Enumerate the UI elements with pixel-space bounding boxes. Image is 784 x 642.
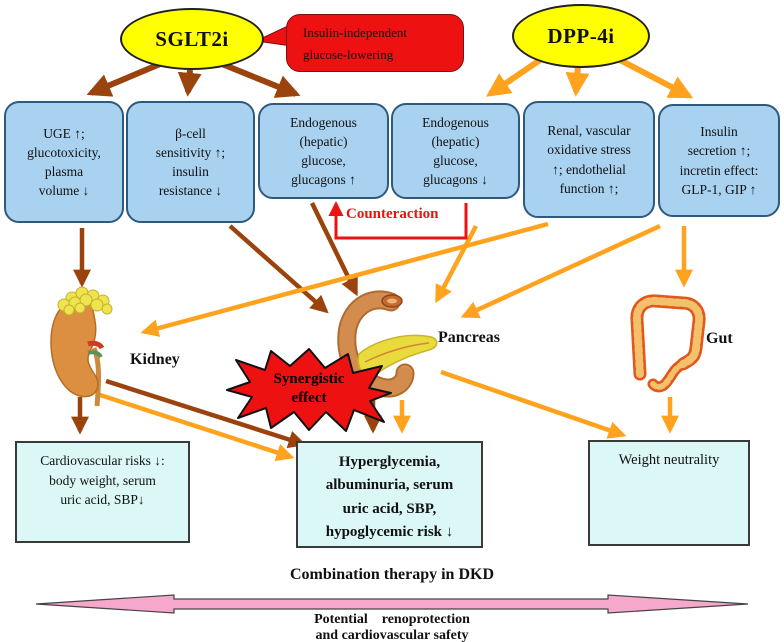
outcome-box-weight-neutrality: Weight neutrality [588, 440, 750, 546]
arrow-dpp4i-to-renal [565, 65, 590, 97]
sglt2i-node: SGLT2i [120, 8, 264, 70]
arrow-dpp4i-to-insulin [614, 55, 694, 99]
outcome-box-cardiovascular: Cardiovascular risks ↓: body weight, ser… [15, 441, 190, 543]
sglt2i-label: SGLT2i [155, 26, 229, 51]
effect-box-endogenous-down: Endogenous (hepatic) glucose, glucagons … [391, 103, 520, 199]
arrow-sglt2i-to-bcell [177, 69, 202, 97]
arrow-sglt2i-to-uge [86, 61, 162, 97]
gut-image [630, 294, 706, 393]
combination-double-arrow [35, 594, 749, 614]
effect-box-renal-vascular: Renal, vascular oxidative stress ↑; endo… [523, 101, 655, 218]
effect-box-uge: UGE ↑; glucotoxicity, plasma volume ↓ [4, 101, 124, 223]
dpp4i-node: DPP-4i [512, 4, 650, 68]
effect-box-bcell: β-cell sensitivity ↑; insulin resistance… [126, 101, 255, 223]
effect-box-endogenous-up: Endogenous (hepatic) glucose, glucagons … [258, 103, 389, 199]
dpp4i-label: DPP-4i [547, 23, 615, 48]
combination-therapy-label: Combination therapy in DKD [289, 566, 495, 583]
counteraction-label: Counteraction [346, 206, 439, 222]
effect-box-insulin-secretion: Insulin secretion ↑; incretin effect: GL… [658, 104, 780, 217]
arrow-pancreas-to-weight [440, 369, 627, 439]
arrow-bcell-to-pancreas [228, 224, 329, 314]
insulin-independent-bubble: Insulin-independent glucose-lowering [286, 14, 464, 73]
arrow-endo-down-to-pancreas [435, 224, 478, 304]
arrow-renal-to-kidney [140, 221, 549, 337]
gut-label: Gut [706, 330, 733, 347]
kidney-label: Kidney [130, 351, 180, 368]
synergistic-starburst [226, 348, 392, 432]
synergistic-label: Synergistic effect [273, 371, 345, 406]
pancreas-label: Pancreas [438, 329, 500, 346]
arrow-kidney-to-hyper-brown [105, 378, 307, 449]
kidney-image [50, 286, 113, 407]
arrow-insulin-to-pancreas [460, 223, 661, 319]
arrow-kidney-to-hyper-orange [96, 391, 295, 462]
outcome-box-hyperglycemia: Hyperglycemia, albuminuria, serum uric a… [296, 441, 483, 548]
pancreas-image [337, 290, 438, 398]
renoprotection-label: Potential renoprotection and cardiovascu… [314, 612, 470, 642]
counteraction-bracket [328, 201, 468, 240]
arrow-dpp4i-to-endo-down [486, 57, 542, 97]
arrow-sglt2i-to-endo-up [220, 61, 301, 98]
